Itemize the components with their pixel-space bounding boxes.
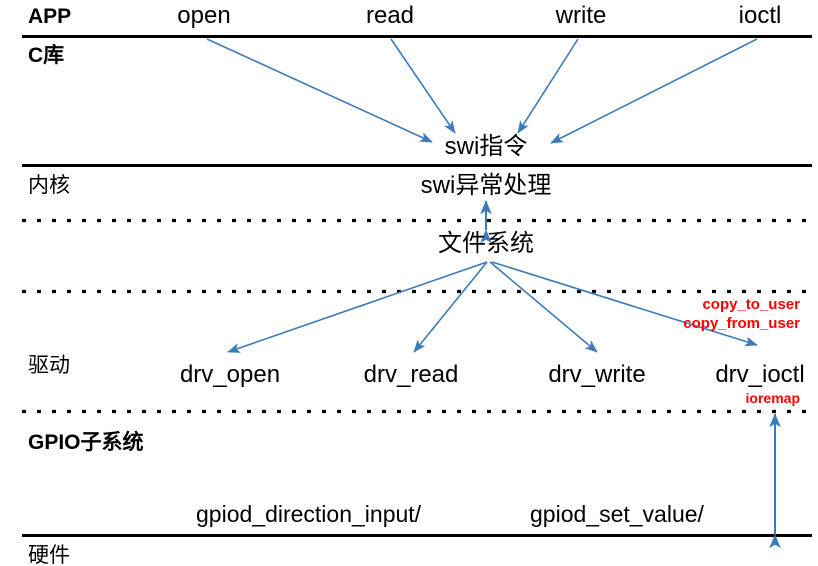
gpio-set-value: gpiod_set_value/: [530, 501, 704, 528]
app-call-ioctl: ioctl: [738, 2, 782, 29]
layer-label-app: APP: [28, 5, 72, 28]
node-filesystem: 文件系统: [438, 230, 534, 257]
arrow-fs-to-drv-write: [489, 261, 598, 353]
arrow-fs-to-drv-open: [227, 261, 488, 353]
note-copy-user: copy_to_user copy_from_user: [683, 296, 800, 334]
arrow-open-to-swi: [206, 38, 433, 143]
note-copy-to-user: copy_to_user: [702, 296, 800, 313]
app-call-open: open: [177, 2, 231, 29]
layer-label-c-library: C库: [28, 44, 65, 67]
driver-op-drv-read: drv_read: [363, 361, 459, 388]
layer-label-hardware: 硬件: [28, 544, 70, 566]
driver-op-drv-ioctl: drv_ioctl: [715, 361, 805, 388]
note-ioremap: ioremap: [746, 390, 800, 408]
gpio-direction-input: gpiod_direction_input/: [196, 501, 422, 528]
arrow-ioctl-to-swi: [550, 38, 758, 144]
driver-op-drv-write: drv_write: [548, 361, 646, 388]
gpio-function-direction: gpiod_direction_input/ gpiod_direction_o…: [196, 437, 429, 566]
arrow-write-to-swi: [517, 38, 579, 134]
driver-op-drv-open: drv_open: [179, 361, 281, 388]
arrow-read-to-swi: [390, 38, 456, 134]
note-ioremap-label: ioremap: [745, 390, 800, 406]
layer-label-kernel: 内核: [28, 174, 70, 197]
note-copy-from-user: copy_from_user: [683, 314, 800, 332]
app-call-read: read: [365, 2, 415, 29]
gpio-function-value: gpiod_set_value/ gpiod_get_value: [530, 437, 704, 566]
arrow-fs-to-drv-read: [413, 261, 488, 353]
node-swi-exception-handler: swi异常处理: [420, 172, 552, 199]
node-swi-instruction: swi指令: [444, 133, 528, 160]
layer-label-driver: 驱动: [28, 354, 70, 377]
app-call-write: write: [555, 2, 607, 29]
layer-label-gpio-subsystem: GPIO子系统: [28, 431, 144, 454]
